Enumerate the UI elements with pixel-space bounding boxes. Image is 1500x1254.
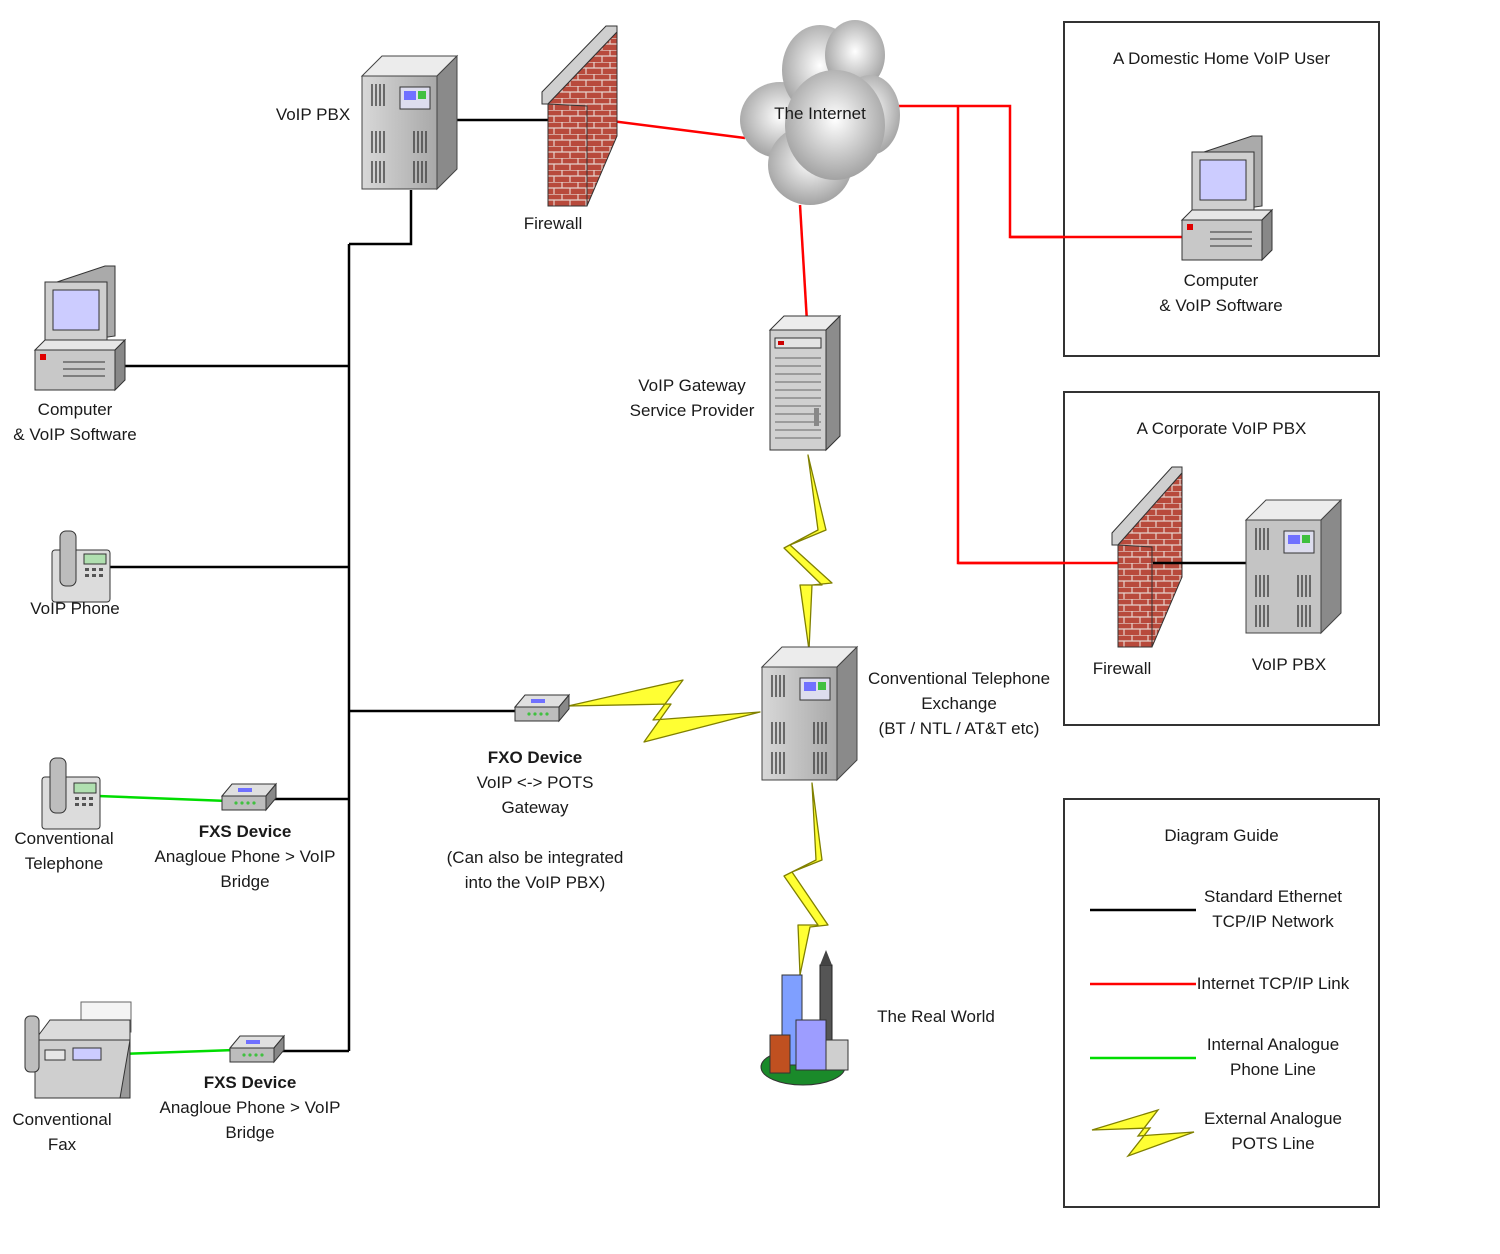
corp-pbx-label: VoIP PBX xyxy=(1251,655,1327,674)
link-phone-fxs1 xyxy=(97,794,229,803)
link-internet-gateway xyxy=(798,204,809,323)
main-firewall-label: Firewall xyxy=(523,214,583,233)
city-icon xyxy=(760,950,849,1086)
link-pbx-bus xyxy=(349,190,413,246)
fxs-device-icon-2 xyxy=(228,1034,286,1064)
internet-label: The Internet xyxy=(774,104,866,123)
corp-firewall-label: Firewall xyxy=(1092,659,1152,678)
left-computer-label: Computer& VoIP Software xyxy=(13,400,137,444)
guide-internet-label: Internet TCP/IP Link xyxy=(1196,974,1350,993)
analogue-links xyxy=(97,794,236,1056)
fax-machine-icon xyxy=(24,1001,132,1099)
fxs-device-icon xyxy=(220,782,278,812)
home-computer-label: Computer& VoIP Software xyxy=(1159,271,1283,315)
rack-server-icon xyxy=(768,314,842,452)
desktop-computer-icon xyxy=(33,265,127,392)
fxo-device-icon xyxy=(513,693,571,723)
server-icon xyxy=(360,54,459,191)
diagram-guide-title: Diagram Guide xyxy=(1164,826,1279,845)
link-fax-fxs2 xyxy=(119,1048,236,1056)
voip-phone-label: VoIP Phone xyxy=(30,599,120,618)
cloud-icon xyxy=(740,20,900,205)
firewall-icon xyxy=(541,25,618,207)
home-user-box-title: A Domestic Home VoIP User xyxy=(1113,49,1330,68)
main-pbx-label: VoIP PBX xyxy=(275,105,351,124)
corporate-pbx-box-title: A Corporate VoIP PBX xyxy=(1136,419,1307,438)
exchange-server-icon xyxy=(760,645,859,782)
real-world-label: The Real World xyxy=(877,1007,995,1026)
telephone-icon xyxy=(41,757,101,830)
ip-phone-icon xyxy=(51,530,111,603)
bolt-gateway-exchange xyxy=(783,454,833,651)
bolt-exchange-realworld xyxy=(783,782,829,976)
bolt-fxo-exchange xyxy=(567,679,761,743)
